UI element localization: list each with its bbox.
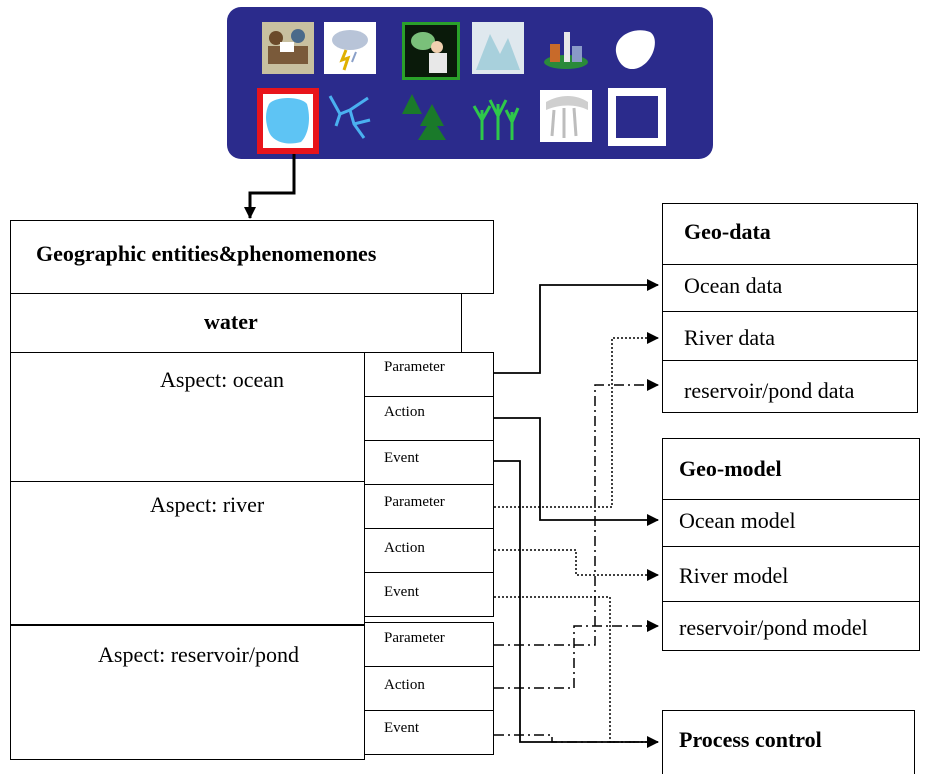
aspect-reservoir-box: [10, 624, 365, 760]
lake-icon[interactable]: [257, 88, 319, 154]
white-blob-icon[interactable]: [608, 22, 660, 74]
aspect-river-box: [10, 481, 365, 625]
ocean-action-link: [494, 417, 659, 526]
geo-data-header-box: [662, 203, 918, 265]
geo-model-row-river-label: River model: [679, 563, 789, 588]
reservoir-event-label: Event: [384, 720, 419, 736]
geo-model-row-reservoir-label: reservoir/pond model: [679, 615, 868, 640]
geo-model-row-ocean[interactable]: [662, 499, 920, 547]
river-parameter-label: Parameter: [384, 494, 445, 510]
river-action-label: Action: [384, 540, 425, 556]
plants-icon[interactable]: [470, 90, 522, 142]
geo-data-row-reservoir[interactable]: [662, 360, 918, 413]
mountain-icon[interactable]: [472, 22, 524, 74]
water-label: water: [204, 309, 258, 334]
reservoir-action-box[interactable]: [364, 666, 494, 711]
aspect-river-label: Aspect: river: [150, 492, 265, 517]
geo-model-header: Geo-model: [679, 456, 782, 481]
geo-data-row-ocean-label: Ocean data: [684, 273, 783, 298]
ocean-event-label: Event: [384, 450, 419, 466]
presenter-icon[interactable]: [402, 22, 460, 80]
reservoir-action-link: [494, 620, 659, 689]
pine-trees-icon[interactable]: [398, 90, 450, 142]
waterfall-icon[interactable]: [540, 90, 592, 142]
ocean-param-link: [494, 279, 659, 374]
reservoir-param-link: [494, 379, 659, 646]
geo-model-row-reservoir[interactable]: [662, 601, 920, 651]
entities-title: Geographic entities&phenomenones: [36, 241, 377, 266]
ocean-parameter-box[interactable]: [364, 352, 494, 397]
river-event-link: [494, 596, 658, 743]
geo-model-row-river[interactable]: [662, 546, 920, 602]
city-icon[interactable]: [540, 22, 592, 74]
geo-data-row-river-label: River data: [684, 325, 776, 350]
geo-data-header: Geo-data: [684, 219, 771, 244]
selection-arrow: [244, 154, 296, 219]
storm-cloud-icon[interactable]: [324, 22, 376, 74]
meeting-people-icon[interactable]: [262, 22, 314, 74]
aspect-ocean-label: Aspect: ocean: [160, 367, 284, 392]
river-param-link: [494, 332, 659, 508]
river-parameter-box[interactable]: [364, 484, 494, 529]
reservoir-parameter-box[interactable]: [364, 622, 494, 667]
blue-square-icon[interactable]: [608, 88, 666, 146]
geo-model-row-ocean-label: Ocean model: [679, 508, 796, 533]
ocean-action-label: Action: [384, 404, 425, 420]
river-action-box[interactable]: [364, 528, 494, 573]
aspect-ocean-box: [10, 352, 365, 482]
river-event-box[interactable]: [364, 572, 494, 617]
process-control-header: Process control: [679, 727, 822, 752]
ocean-event-link: [494, 460, 659, 748]
reservoir-event-box[interactable]: [364, 710, 494, 755]
reservoir-action-label: Action: [384, 677, 425, 693]
river-action-link: [494, 549, 659, 581]
aspect-reservoir-label: Aspect: reservoir/pond: [98, 642, 299, 667]
geo-data-row-ocean[interactable]: [662, 264, 918, 312]
entities-title-box: [10, 220, 494, 294]
ocean-action-box[interactable]: [364, 396, 494, 441]
reservoir-parameter-label: Parameter: [384, 630, 445, 646]
river-branches-icon[interactable]: [324, 90, 376, 142]
reservoir-event-link: [494, 734, 658, 743]
river-event-label: Event: [384, 584, 419, 600]
process-control-box[interactable]: [662, 710, 915, 774]
ocean-parameter-label: Parameter: [384, 359, 445, 375]
geo-data-row-reservoir-label: reservoir/pond data: [684, 378, 855, 403]
